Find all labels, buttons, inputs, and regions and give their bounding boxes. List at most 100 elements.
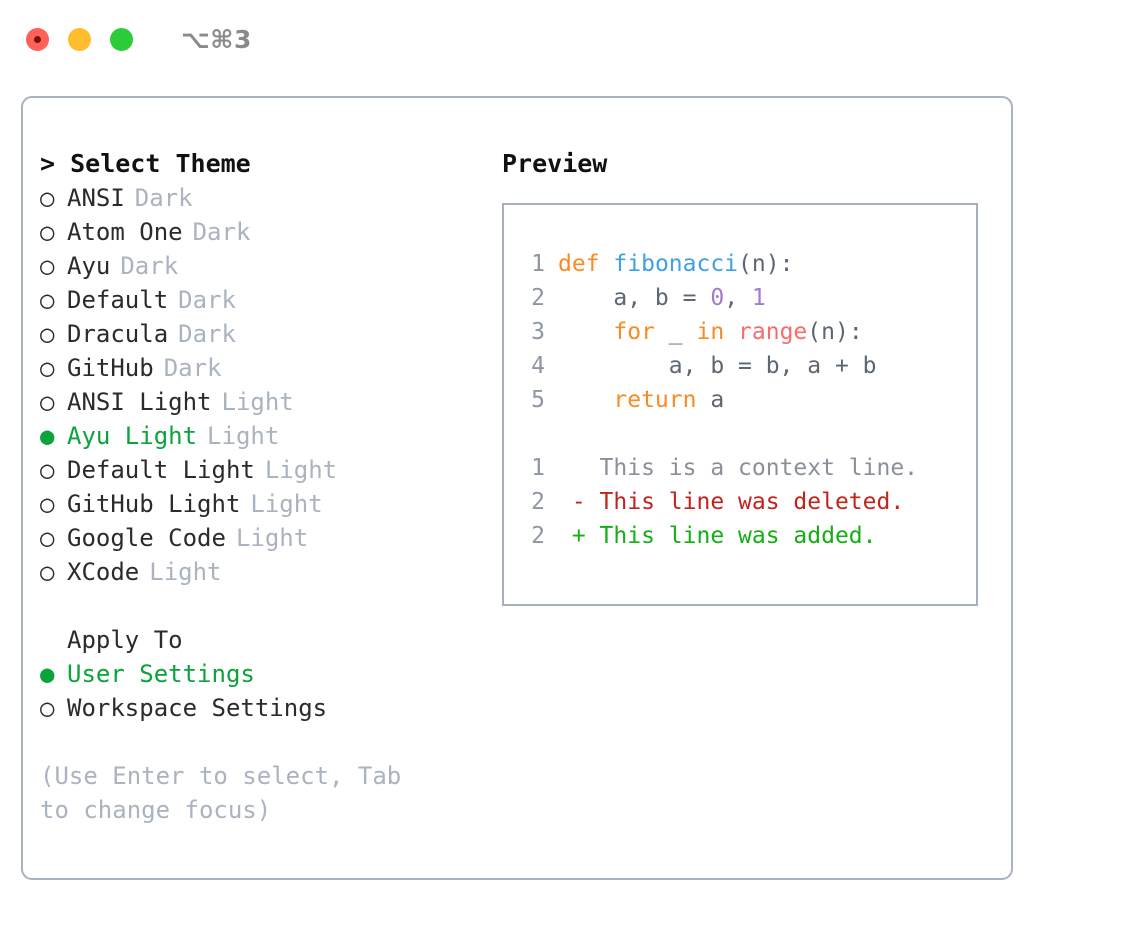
title-bar: ⌥⌘3: [0, 0, 1140, 78]
theme-option-label: Dracula: [67, 320, 169, 348]
code-token-var: [558, 315, 613, 349]
theme-option-label: Ayu: [67, 252, 111, 280]
apply-option-label: User Settings: [67, 660, 255, 688]
code-token-kw: for: [613, 319, 655, 345]
apply-to-heading: Apply To: [67, 626, 183, 654]
select-theme-heading: > Select Theme: [40, 149, 251, 178]
code-token-punc: (n):: [738, 251, 794, 277]
maximize-button[interactable]: [110, 27, 133, 51]
code-token-var: ,: [724, 285, 752, 311]
code-line: 1 def fibonacci(n):: [517, 247, 968, 281]
theme-variant-tag: Light: [221, 388, 294, 416]
theme-variant-tag: Dark: [192, 218, 251, 246]
theme-option-label: Google Code: [67, 524, 226, 552]
radio-unselected-icon: ○: [40, 252, 55, 280]
theme-option-label: XCode: [67, 558, 140, 586]
code-token-var: a, b =: [558, 285, 711, 311]
apply-option-workspace-settings[interactable]: ○ Workspace Settings: [40, 691, 480, 725]
line-number: 3: [531, 319, 545, 345]
theme-option-dracula[interactable]: ○ Dracula Dark: [40, 317, 480, 351]
code-token-fn: fibonacci: [613, 251, 739, 277]
theme-option-label: Atom One: [67, 218, 183, 246]
theme-option-ayu-light[interactable]: ● Ayu Light Light: [40, 419, 480, 453]
theme-option-ansi[interactable]: ○ ANSI Dark: [40, 181, 480, 215]
theme-variant-tag: Light: [250, 490, 323, 518]
theme-option-label: Default: [67, 286, 169, 314]
diff-line-ctx: 1 This is a context line.: [517, 451, 968, 485]
theme-variant-tag: Dark: [178, 320, 236, 348]
radio-unselected-icon: ○: [40, 286, 55, 314]
radio-unselected-icon: ○: [40, 558, 55, 586]
theme-option-github-light[interactable]: ○ GitHub Light Light: [40, 487, 480, 521]
radio-selected-icon: ●: [40, 660, 55, 688]
line-number: 1: [531, 455, 545, 481]
apply-option-user-settings[interactable]: ● User Settings: [40, 657, 480, 691]
radio-unselected-icon: ○: [40, 490, 55, 518]
preview-heading: Preview: [502, 149, 608, 178]
line-number: 1: [531, 251, 545, 277]
code-token-kw: in: [696, 319, 725, 345]
code-token-bi: range: [738, 319, 808, 345]
theme-option-google-code[interactable]: ○ Google Code Light: [40, 521, 480, 555]
theme-option-label: Default Light: [67, 456, 255, 484]
code-token-punc: (n):: [807, 319, 863, 345]
apply-option-label: Workspace Settings: [67, 694, 328, 722]
radio-unselected-icon: ○: [40, 694, 55, 722]
code-token-num: 0: [710, 285, 725, 311]
line-number: 2: [531, 489, 545, 515]
code-token-var: a, b = b, a + b: [558, 353, 877, 379]
diff-line-add: 2 + This line was added.: [517, 519, 968, 553]
line-number: 5: [531, 387, 545, 413]
radio-unselected-icon: ○: [40, 218, 55, 246]
theme-option-label: ANSI: [67, 184, 125, 212]
apply-to-option-list[interactable]: ● User Settings ○ Workspace Settings: [40, 657, 480, 725]
code-line: 3 for _ in range(n):: [517, 315, 968, 349]
radio-selected-icon: ●: [40, 422, 55, 450]
traffic-lights: [26, 27, 133, 51]
code-token-kw: return: [613, 387, 697, 413]
line-number: 2: [531, 285, 545, 311]
line-number: 4: [531, 353, 545, 379]
code-token-kw: def: [558, 251, 600, 277]
theme-option-atom-one[interactable]: ○ Atom One Dark: [40, 215, 480, 249]
theme-option-ayu[interactable]: ○ Ayu Dark: [40, 249, 480, 283]
code-blank-line: [517, 417, 968, 451]
theme-variant-tag: Dark: [134, 184, 193, 212]
diff-text-ctx: This is a context line.: [558, 455, 919, 481]
theme-option-label: ANSI Light: [67, 388, 212, 416]
theme-option-label: GitHub: [67, 354, 154, 382]
close-button[interactable]: [26, 27, 49, 51]
theme-option-label: GitHub Light: [67, 490, 241, 518]
theme-variant-tag: Dark: [120, 252, 179, 280]
theme-variant-tag: Light: [264, 456, 338, 484]
theme-variant-tag: Light: [235, 524, 309, 552]
minimize-button[interactable]: [68, 27, 91, 51]
theme-variant-tag: Light: [207, 422, 280, 450]
diff-text-add: + This line was added.: [558, 523, 877, 549]
code-line: 2 a, b = 0, 1: [517, 281, 968, 315]
line-number: 2: [531, 523, 545, 549]
radio-unselected-icon: ○: [40, 320, 55, 348]
diff-text-del: - This line was deleted.: [558, 489, 905, 515]
theme-option-label: Ayu Light: [67, 422, 198, 450]
radio-unselected-icon: ○: [40, 456, 55, 484]
radio-unselected-icon: ○: [40, 524, 55, 552]
radio-unselected-icon: ○: [40, 184, 55, 212]
code-line: 4 a, b = b, a + b: [517, 349, 968, 383]
keyboard-shortcut-label: ⌥⌘3: [181, 24, 252, 54]
code-token-var: _: [654, 319, 697, 345]
theme-option-default-light[interactable]: ○ Default Light Light: [40, 453, 480, 487]
code-token-num: 1: [751, 285, 766, 311]
code-token-var: [724, 315, 738, 349]
